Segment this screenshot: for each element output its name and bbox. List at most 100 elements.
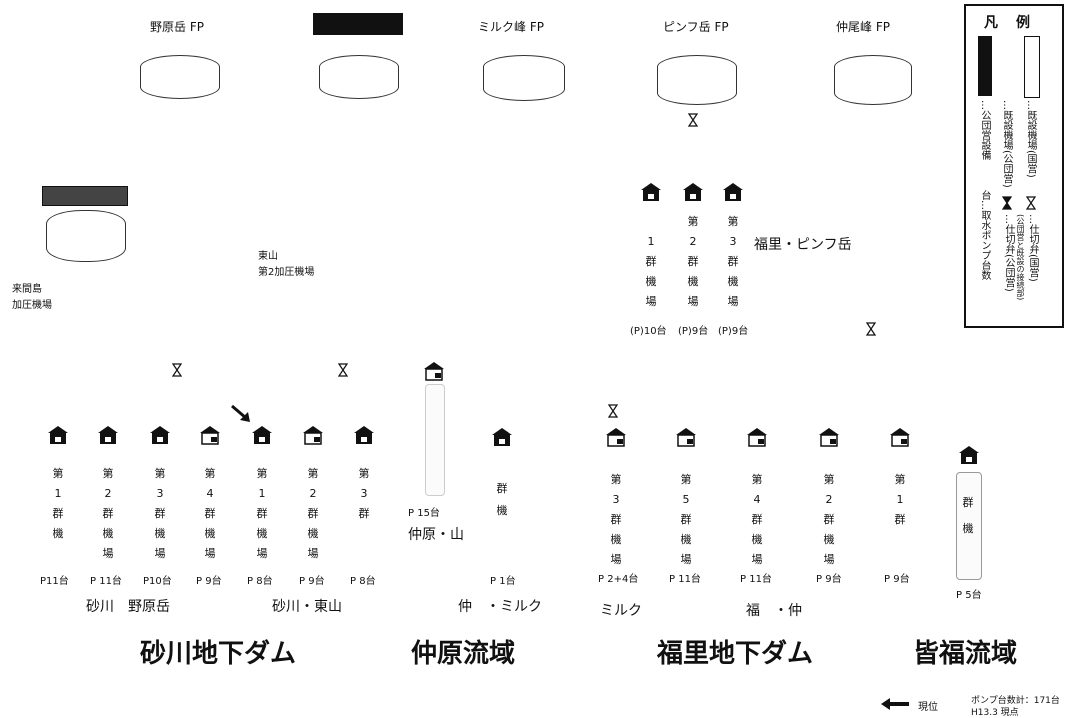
tank-icon (834, 55, 912, 105)
house-icon (200, 426, 220, 445)
house-icon (492, 428, 512, 446)
col-char: 機 (496, 504, 508, 517)
col-char: 5 (682, 493, 690, 506)
pump-count: (P)9台 (678, 326, 709, 337)
col-char: 2 (104, 487, 112, 500)
pump-count: (P)10台 (630, 326, 667, 337)
col-char: 群 (645, 255, 657, 268)
col-char: 群 (962, 496, 974, 509)
col-char: 2 (825, 493, 833, 506)
pump-count: P 8台 (350, 576, 376, 587)
fp-label-milkmine: ミルク峰 FP (478, 20, 544, 34)
house-icon (890, 428, 910, 447)
group-label-fuku-naka: 福 ・仲 (746, 603, 802, 619)
legend-item-pump: 台…取水ポンプ台数 (979, 190, 990, 280)
fukuzato-upper-col-3: 第 3 群 機 場 (724, 212, 742, 312)
col-char: 2 (689, 235, 697, 248)
arrow-left-icon (881, 698, 909, 710)
col-char: 第 (823, 473, 835, 486)
col-char: 第 (204, 467, 216, 480)
fukuzato-lower-col-3: 第 4 群 機 場 (748, 470, 766, 570)
col-char: 機 (256, 527, 268, 540)
fukuzato-lower-col-2: 第 5 群 機 場 (677, 470, 695, 570)
fukuzato-upper-title: 福里・ピンフ岳 (754, 237, 852, 253)
house-icon (723, 183, 743, 201)
col-char: 機 (751, 533, 763, 546)
minafuku-col: 群 機 (959, 490, 977, 542)
pump-count: P 1台 (490, 576, 516, 587)
col-char: 群 (307, 507, 319, 520)
pump-count: P 11台 (90, 576, 122, 587)
col-char: 第 (680, 473, 692, 486)
group-label-sunagawa-higashiyama: 砂川・東山 (272, 599, 342, 615)
col-char: 機 (823, 533, 835, 546)
pump-count: P 9台 (816, 574, 842, 585)
legend-item-valve2: …仕切弁(公団営) (1003, 214, 1014, 292)
col-char: 機 (154, 527, 166, 540)
pump-count: P 11台 (669, 574, 701, 585)
sunagawa-col-4: 第 4 群 機 場 (201, 464, 219, 564)
group-label-naka-milk: 仲 ・ミルク (458, 599, 542, 615)
sunagawa-col-2: 第 2 群 機 場 (99, 464, 117, 564)
col-char: 場 (154, 547, 166, 560)
fukuzato-lower-col-4: 第 2 群 機 場 (820, 470, 838, 570)
pump-count: P11台 (40, 576, 69, 587)
house-icon (48, 426, 68, 444)
col-char: 3 (612, 493, 620, 506)
col-char: 1 (647, 235, 655, 248)
col-char: 機 (610, 533, 622, 546)
col-char: 第 (102, 467, 114, 480)
col-char: 場 (102, 547, 114, 560)
valve-icon (172, 363, 182, 377)
fukuzato-upper-col-2: 第 2 群 機 場 (684, 212, 702, 312)
col-char: 第 (154, 467, 166, 480)
col-char: 群 (727, 255, 739, 268)
col-char: 群 (154, 507, 166, 520)
col-char: 場 (610, 553, 622, 566)
col-char: 場 (687, 295, 699, 308)
col-char: 場 (823, 553, 835, 566)
legend-black-swatch (978, 36, 992, 96)
total-pumps-line2: H13.3 現点 (971, 708, 1019, 718)
fukuzato-lower-col-5: 第 1 群 (891, 470, 909, 530)
fp-label-pinfudake: ピンフ岳 FP (663, 20, 729, 34)
house-icon (252, 426, 272, 444)
legend-item-valve2-sub: (公団営と既設の接続部) (1016, 214, 1025, 301)
col-char: 群 (204, 507, 216, 520)
house-icon (354, 426, 374, 444)
sunagawa-col-5: 第 1 群 機 場 (253, 464, 271, 564)
col-char: 群 (894, 513, 906, 526)
redacted-label-box (313, 13, 403, 35)
col-char: 機 (687, 275, 699, 288)
col-char: 4 (206, 487, 214, 500)
pump-count: P 9台 (884, 574, 910, 585)
pump-count: (P)9台 (718, 326, 749, 337)
col-char: 場 (751, 553, 763, 566)
col-char: 場 (307, 547, 319, 560)
valve-icon (1002, 196, 1012, 210)
col-char: 場 (680, 553, 692, 566)
tank-icon (46, 210, 126, 262)
pump-count: P 2+4台 (598, 574, 639, 585)
house-icon (683, 183, 703, 201)
valve-icon (866, 322, 876, 336)
house-icon (98, 426, 118, 444)
legend-white-swatch (1024, 36, 1040, 98)
total-pumps-line1: ポンプ台数計：171台 (971, 696, 1060, 706)
house-icon (819, 428, 839, 447)
region-title-fukuzato: 福里地下ダム (657, 639, 814, 669)
sunagawa-col-6: 第 2 群 機 場 (304, 464, 322, 564)
pump-count: P 8台 (247, 576, 273, 587)
col-char: 第 (358, 467, 370, 480)
house-icon (150, 426, 170, 444)
house-icon (747, 428, 767, 447)
group-label-milk: ミルク (600, 603, 642, 619)
col-char: 場 (645, 295, 657, 308)
col-char: 第 (894, 473, 906, 486)
fp-label-nakaomine: 仲尾峰 FP (836, 20, 890, 34)
group-label-sunagawa-noharadake: 砂川 野原岳 (86, 599, 170, 615)
legend-title-left: 凡 (984, 15, 998, 31)
valve-icon (688, 113, 698, 127)
pointer-arrow-icon (231, 404, 250, 422)
legend-item-black: …公団営設備 (979, 100, 990, 160)
